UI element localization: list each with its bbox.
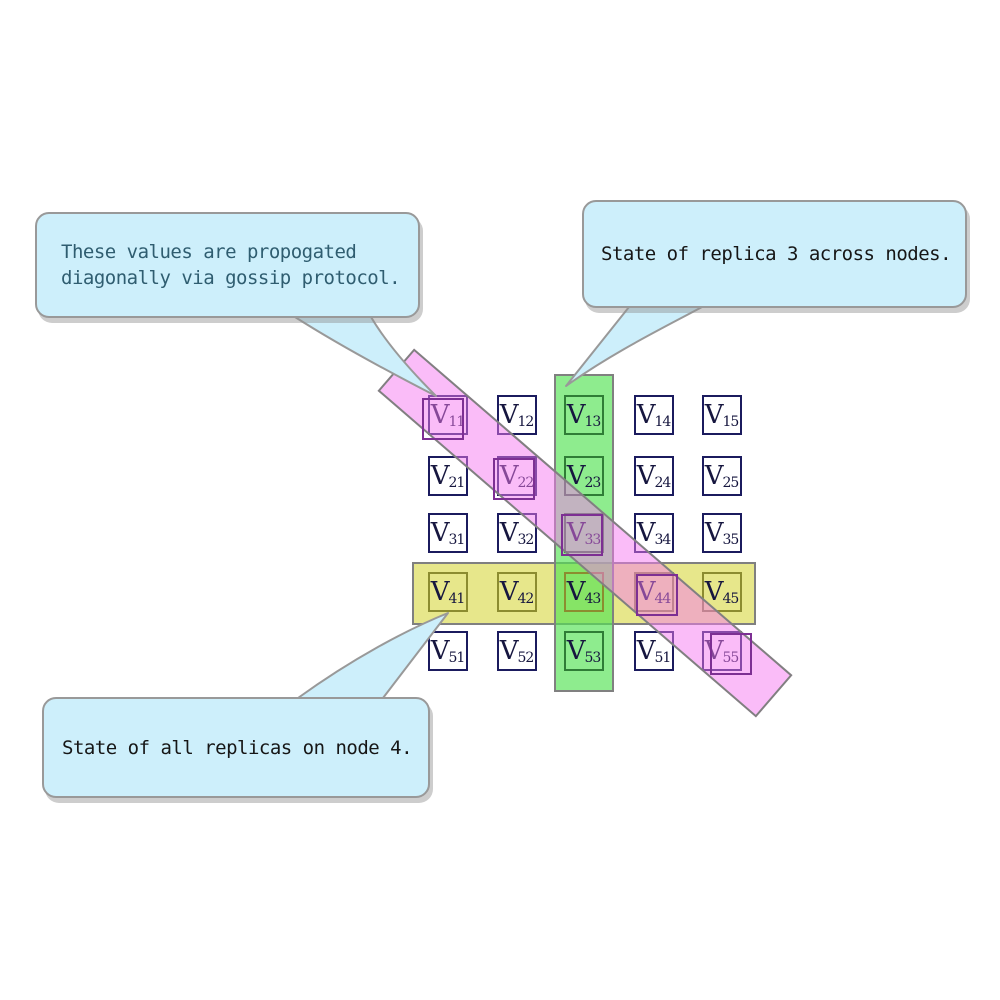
node-callout: State of all replicas on node 4. bbox=[42, 697, 430, 798]
replica-callout: State of replica 3 across nodes. bbox=[582, 200, 967, 308]
diagonal-highlight-box-v44 bbox=[636, 574, 678, 616]
diagonal-highlight-box-v55 bbox=[710, 633, 752, 675]
diagonal-highlight-box-v22 bbox=[493, 458, 535, 500]
diagonal-highlight-box-v11 bbox=[422, 398, 464, 440]
gossip-callout: These values are propogated diagonally v… bbox=[35, 212, 420, 318]
node-callout-text: State of all replicas on node 4. bbox=[62, 736, 413, 759]
diagonal-highlight-box-v33 bbox=[561, 514, 603, 556]
node-callout-tail bbox=[297, 612, 449, 699]
gossip-callout-line2: diagonally via gossip protocol. bbox=[61, 267, 401, 289]
gossip-callout-line1: These values are propogated bbox=[61, 241, 357, 263]
replica-callout-text: State of replica 3 across nodes. bbox=[601, 243, 952, 265]
